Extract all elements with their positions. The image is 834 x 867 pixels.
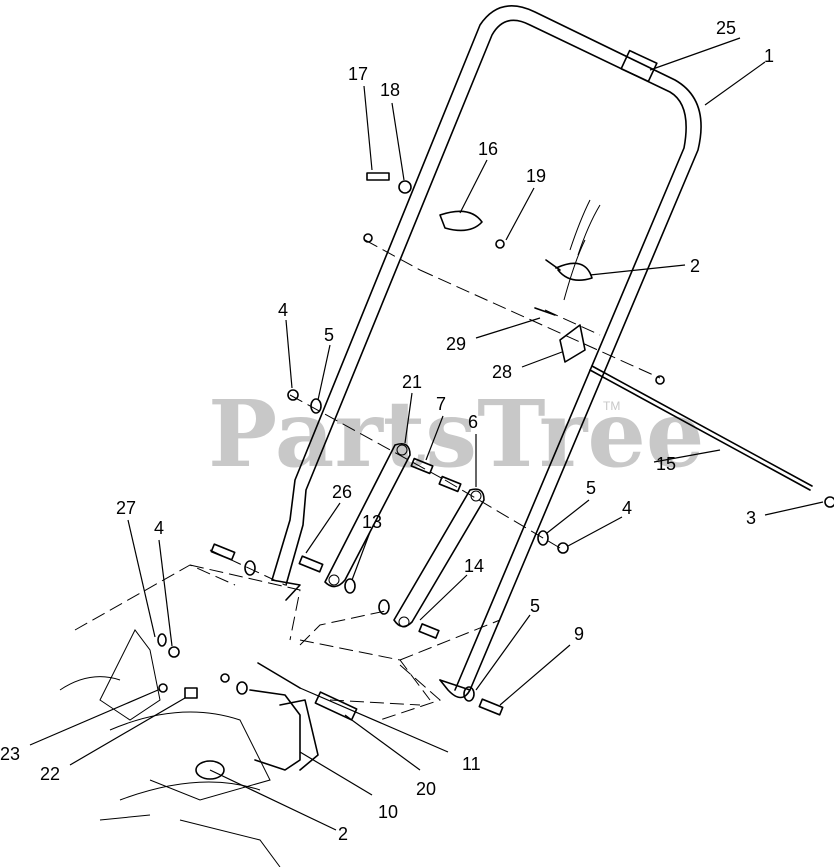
- callout-5-right: 5: [586, 478, 596, 498]
- deck-outline: [74, 564, 501, 721]
- leader-lines: [29, 37, 824, 831]
- callout-26: 26: [332, 482, 352, 502]
- callout-21: 21: [402, 372, 422, 392]
- callout-6: 6: [468, 412, 478, 432]
- callout-19: 19: [526, 166, 546, 186]
- callout-17: 17: [348, 64, 368, 84]
- handle-frame: [271, 5, 702, 699]
- callout-9: 9: [574, 624, 584, 644]
- callout-22: 22: [40, 764, 60, 784]
- callout-29: 29: [446, 334, 466, 354]
- callout-1: 1: [764, 46, 774, 66]
- callout-23: 23: [0, 744, 20, 764]
- callout-27: 27: [116, 498, 136, 518]
- callout-10: 10: [378, 802, 398, 822]
- hardware: [210, 172, 834, 721]
- pivot-links: [324, 442, 485, 628]
- callout-28: 28: [492, 362, 512, 382]
- callout-7: 7: [436, 394, 446, 414]
- callout-4-upper-left: 4: [278, 300, 288, 320]
- callout-16: 16: [478, 139, 498, 159]
- callout-2-upper: 2: [690, 256, 700, 276]
- callout-4-lower-left: 4: [154, 518, 164, 538]
- callout-13: 13: [362, 512, 382, 532]
- callout-11: 11: [462, 754, 481, 774]
- callout-14: 14: [464, 556, 484, 576]
- watermark-trademark: TM: [603, 399, 620, 413]
- watermark: PartsTree TM: [208, 380, 704, 488]
- callout-15: 15: [656, 454, 676, 474]
- callout-5-upper-left: 5: [324, 325, 334, 345]
- watermark-text: PartsTree: [208, 380, 704, 488]
- callout-4-right: 4: [622, 498, 632, 518]
- callout-labels: 25 1 17 18 16 19 2 29 28 4 5 21 7 6 15 3…: [0, 18, 774, 844]
- lower-chassis: [59, 629, 319, 867]
- callout-25: 25: [716, 18, 736, 38]
- callout-3: 3: [746, 508, 756, 528]
- callout-20: 20: [416, 779, 436, 799]
- callout-2-lower: 2: [338, 824, 348, 844]
- assembly-centerlines: [209, 239, 661, 586]
- callout-5-lower: 5: [530, 596, 540, 616]
- tie-rod: [589, 365, 813, 491]
- callout-18: 18: [380, 80, 400, 100]
